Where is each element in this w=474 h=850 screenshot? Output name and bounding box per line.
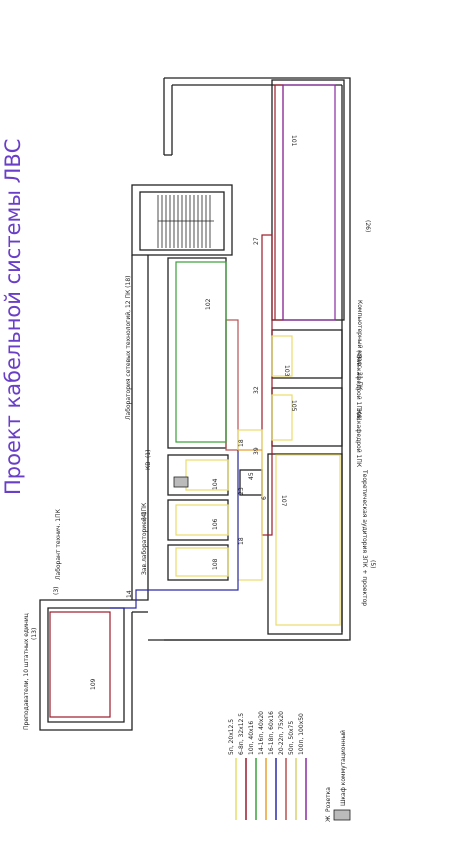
legend-label: 20-22п, 75x20 bbox=[278, 711, 285, 755]
room-labels: Компьютерный класс, 21 ПК (26) Лаборатор… bbox=[23, 220, 376, 730]
cable-count: 32 bbox=[253, 386, 260, 394]
legend-label: 50п, 50x75 bbox=[288, 721, 295, 755]
label-lab-tech: Лаборант технич. 1ПК bbox=[55, 508, 62, 580]
legend-label: 10п, 40x16 bbox=[248, 721, 255, 755]
cable-count: 6 bbox=[261, 496, 268, 500]
label-teachers-sub: (13) bbox=[31, 628, 38, 640]
room-number: 101 bbox=[290, 135, 297, 147]
label-head2-sub: (6) bbox=[355, 412, 362, 421]
legend: 5п, 20x12.5 6-8п, 32x12.5 10п, 40x16 14-… bbox=[228, 711, 351, 822]
room-number: 107 bbox=[280, 495, 287, 507]
legend-cabinet-label: Шкаф коммутационный bbox=[340, 730, 347, 806]
legend-label: 100п, 100x50 bbox=[298, 713, 305, 755]
room-numbers: 101 102 103 104 105 106 107 108 109 bbox=[90, 135, 297, 690]
label-computer-class-sub: (26) bbox=[364, 220, 371, 232]
legend-label: 16-18п, 60x16 bbox=[268, 711, 275, 755]
legend-label: 14-16п, 40x20 bbox=[258, 711, 265, 755]
label-kv-sub: (1) bbox=[145, 450, 152, 459]
cabinet-icon bbox=[333, 809, 351, 821]
cable-count: 39 bbox=[253, 447, 260, 455]
cable-count: 14 bbox=[126, 590, 133, 598]
switch-cabinet bbox=[173, 476, 189, 488]
cable-counts: 27 32 39 45 18 18 23 6 14 bbox=[126, 237, 268, 598]
label-lab-tech-sub: (3) bbox=[53, 587, 60, 596]
walls bbox=[39, 77, 351, 731]
room-number: 109 bbox=[90, 678, 97, 690]
cable-count: 23 bbox=[238, 487, 245, 495]
label-teachers: Преподаватели, 10 штатных единиц bbox=[23, 613, 30, 730]
label-computer-class: Компьютерный класс, 21 ПК bbox=[356, 300, 363, 391]
cable-count: 18 bbox=[238, 537, 245, 545]
room-number: 103 bbox=[283, 365, 290, 377]
label-theory-sub: (5) bbox=[369, 560, 376, 569]
label-lab-head: Зав.лабораторией 1ПК bbox=[141, 502, 148, 575]
legend-label: 5п, 20x12.5 bbox=[228, 719, 235, 755]
room-number: 108 bbox=[212, 558, 219, 570]
label-head1: Зав.кафедрой 1ПК bbox=[355, 355, 362, 415]
label-kv: КВ bbox=[145, 462, 152, 470]
legend-label: 6-8п, 32x12.5 bbox=[238, 713, 245, 755]
plan-title: Проект кабельной системы ЛВС bbox=[1, 139, 25, 495]
cable-count: 18 bbox=[238, 439, 245, 447]
label-lab-head-sub: (4) bbox=[141, 512, 148, 521]
room-number: 106 bbox=[212, 518, 219, 530]
cable-count: 27 bbox=[253, 237, 260, 245]
room-number: 104 bbox=[212, 478, 219, 490]
socket-icon: Ж bbox=[325, 815, 332, 822]
room-number: 102 bbox=[205, 298, 212, 310]
room-number: 105 bbox=[290, 400, 297, 412]
label-head1-sub: (4) bbox=[355, 350, 362, 359]
label-theory: Теоретическая аудитория 3ПК + проектор bbox=[361, 469, 368, 606]
cable-count: 45 bbox=[248, 472, 255, 480]
label-head2: Зав.кафедрой 1ПК bbox=[355, 408, 362, 468]
cable-trays bbox=[49, 84, 341, 718]
label-network-lab: Лаборатория сетевых технологий, 12 ПК (1… bbox=[125, 276, 132, 420]
legend-socket-label: Розетка bbox=[325, 787, 332, 812]
